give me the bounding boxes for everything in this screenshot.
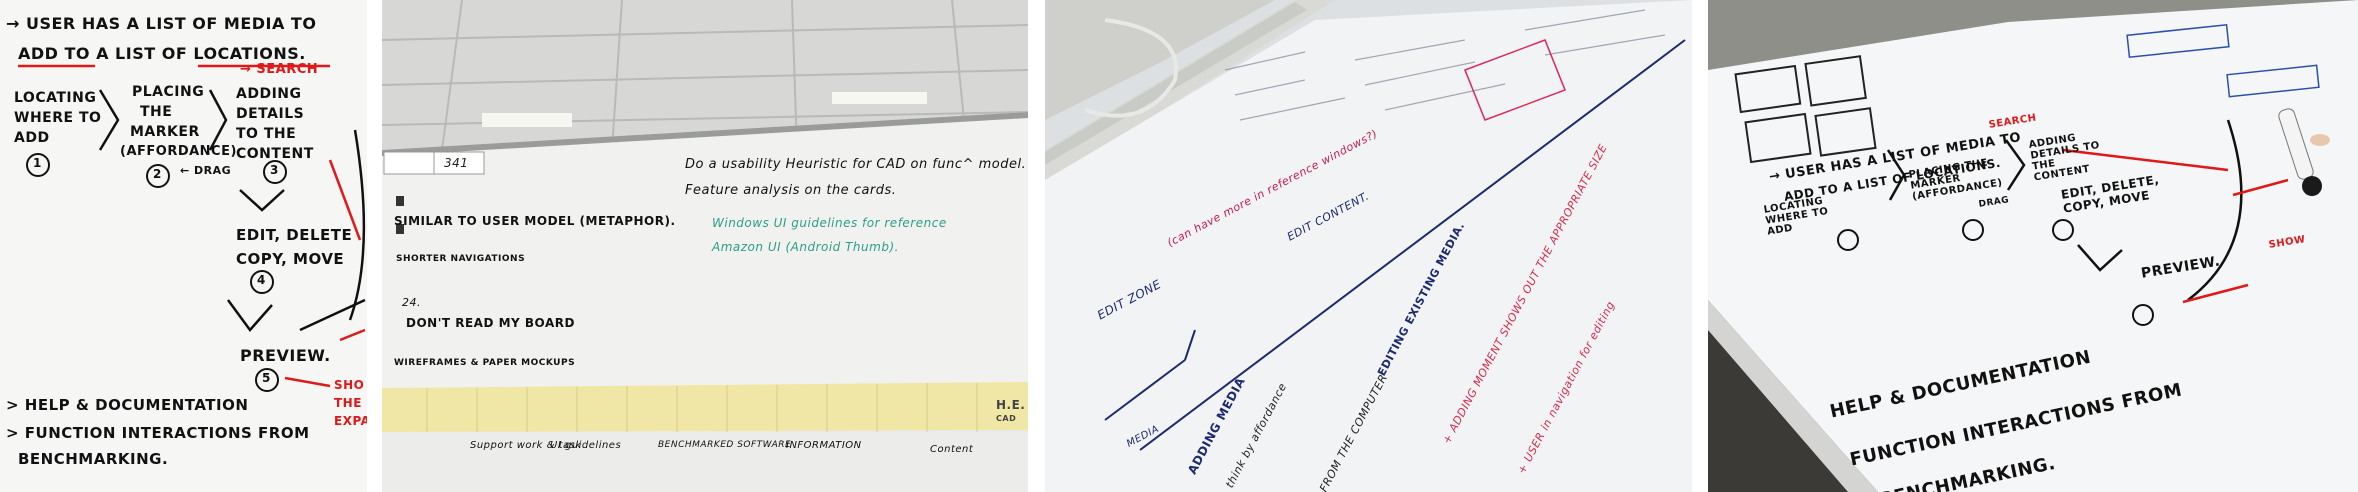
whiteboard-photo-4: → USER HAS A LIST OF MEDIA TO ADD TO A L… <box>1708 0 2358 492</box>
board1-sho: SHO <box>334 378 365 392</box>
board-2-scene <box>382 0 1028 492</box>
board2-dont-read: DON'T READ MY BOARD <box>406 316 575 330</box>
board1-step3-b: DETAILS <box>236 106 305 122</box>
board2-label-support: Support work & task <box>470 440 582 451</box>
board1-step4-a: EDIT, DELETE <box>236 226 353 244</box>
board1-step2-c: MARKER <box>130 124 200 140</box>
whiteboard-photo-2: 341 Do a usability Heuristic for CAD on … <box>382 0 1028 492</box>
board2-room-number: 341 <box>444 156 469 170</box>
board1-step2-b: THE <box>140 104 173 120</box>
board1-func1: > FUNCTION INTERACTIONS FROM <box>6 424 310 442</box>
board1-step1-a: LOCATING <box>14 90 97 106</box>
board1-step3-num: 3 <box>270 163 279 177</box>
board1-step4-num: 4 <box>257 273 266 287</box>
board1-preview: PREVIEW. <box>240 346 331 365</box>
board1-step1-c: ADD <box>14 130 50 146</box>
board2-num24: 24. <box>402 296 421 309</box>
board2-he: H.E. <box>996 398 1026 412</box>
board2-shorter: SHORTER NAVIGATIONS <box>396 254 526 264</box>
board-1-drawing <box>0 0 367 492</box>
board2-cad: CAD <box>996 414 1017 423</box>
whiteboard-photo-1: → USER HAS A LIST OF MEDIA TO ADD TO A L… <box>0 0 367 492</box>
board1-step2-a: PLACING <box>132 84 205 100</box>
board-3-scene <box>1045 0 1692 492</box>
board1-step3-c: TO THE <box>236 126 297 142</box>
board1-step2-num: 2 <box>153 167 162 181</box>
board2-line1: Do a usability Heuristic for CAD on func… <box>685 157 1027 172</box>
board1-line2: ADD TO A LIST OF LOCATIONS. <box>18 44 306 63</box>
whiteboard-photo-3: (can have more in reference windows?) ED… <box>1045 0 1692 492</box>
board2-wireframes: WIREFRAMES & PAPER MOCKUPS <box>394 358 576 368</box>
board-4-scene <box>1708 0 2358 492</box>
board1-step1-num: 1 <box>33 156 42 170</box>
board2-label-ui-guidelines: UI guidelines <box>550 440 622 451</box>
board1-step3-a: ADDING <box>236 86 302 102</box>
board1-step2-d: (AFFORDANCE) <box>120 144 237 159</box>
board2-similar: SIMILAR TO USER MODEL (METAPHOR). <box>394 214 676 228</box>
board1-step5-num: 5 <box>262 371 271 385</box>
board1-step3-d: CONTENT <box>236 146 314 162</box>
board2-green-line2: Amazon UI (Android Thumb). <box>712 240 899 254</box>
board2-line2: Feature analysis on the cards. <box>685 183 897 198</box>
board1-drag: ← DRAG <box>180 164 232 177</box>
board1-expa: EXPA <box>334 414 367 428</box>
board2-label-content: Content <box>930 444 974 455</box>
board2-green-line1: Windows UI guidelines for reference <box>712 216 947 230</box>
board1-the: THE <box>334 396 362 410</box>
board1-help: > HELP & DOCUMENTATION <box>6 396 249 414</box>
board1-search: → SEARCH <box>240 62 319 77</box>
board1-func2: BENCHMARKING. <box>18 450 169 468</box>
board1-step4-b: COPY, MOVE <box>236 250 345 268</box>
board2-label-benchmarked: BENCHMARKED SOFTWARE <box>658 440 792 450</box>
board1-step1-b: WHERE TO <box>14 110 102 126</box>
board1-line1: → USER HAS A LIST OF MEDIA TO <box>6 14 317 33</box>
board2-label-information: INFORMATION <box>786 440 862 451</box>
